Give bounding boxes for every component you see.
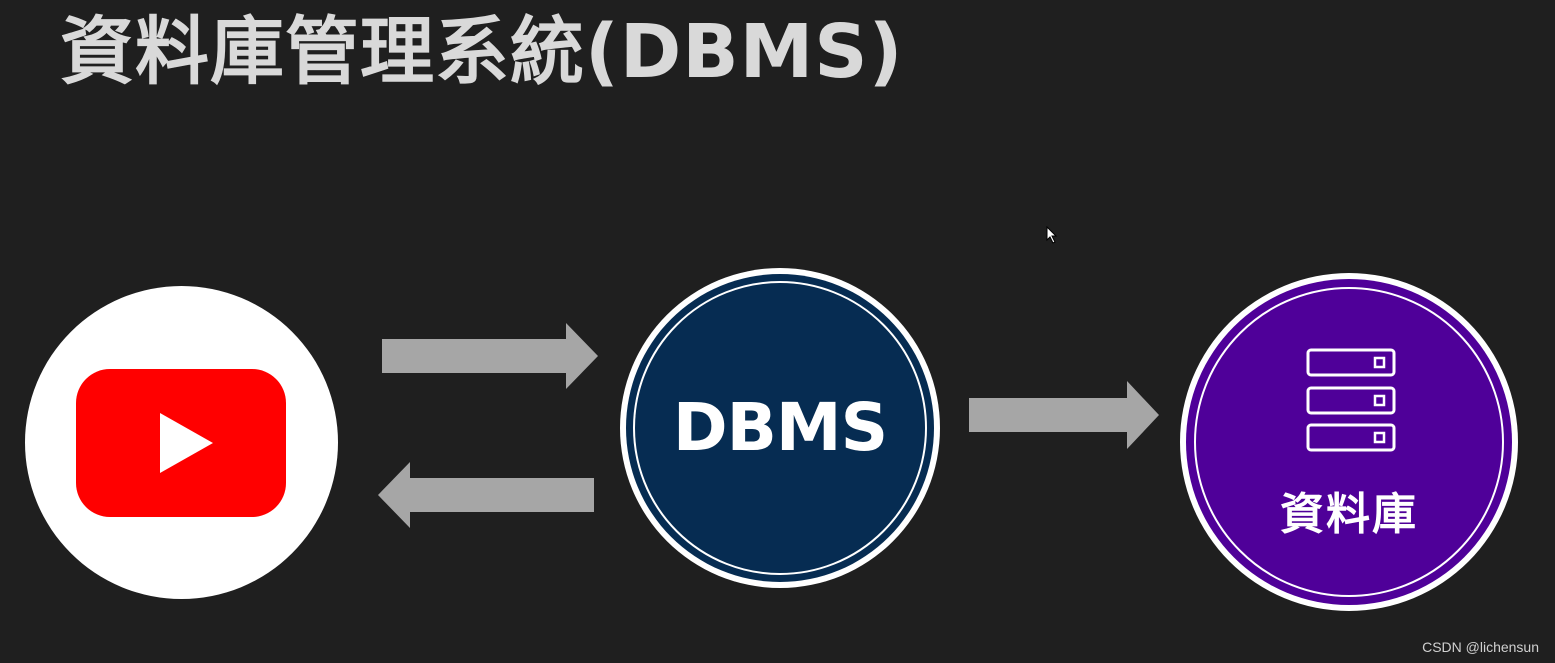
arrow-client-to-dbms [382, 323, 598, 389]
watermark: CSDN @lichensun [1422, 639, 1539, 655]
arrow-dbms-to-database [969, 381, 1159, 449]
slide-title: 資料庫管理系統(DBMS) [60, 9, 904, 95]
database-node-ring [1194, 287, 1504, 597]
dbms-node: DBMS [620, 268, 940, 588]
youtube-logo-icon [76, 369, 286, 517]
database-node: 資料庫 [1180, 273, 1518, 611]
server-stack-icon [1306, 348, 1396, 452]
client-node [25, 286, 338, 599]
mouse-cursor-icon [1046, 226, 1058, 244]
database-label: 資料庫 [1280, 489, 1418, 540]
dbms-label: DBMS [672, 389, 888, 466]
dbms-node-ring [633, 281, 927, 575]
arrow-dbms-to-client [378, 462, 594, 528]
